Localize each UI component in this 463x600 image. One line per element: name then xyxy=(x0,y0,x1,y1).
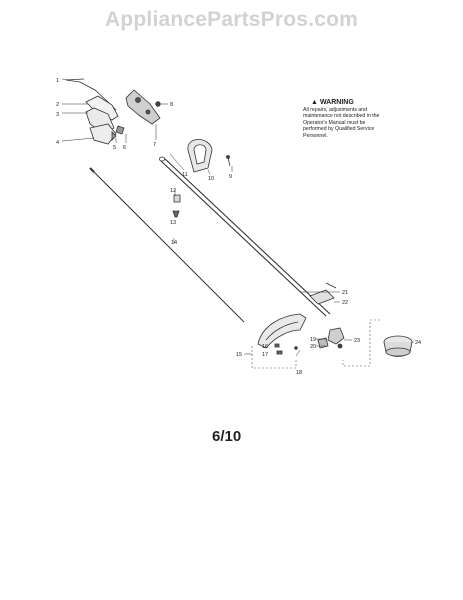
callout-23: 23 xyxy=(354,338,360,344)
callout-12: 12 xyxy=(170,188,176,194)
warning-text: All repairs, adjustments and maintenance… xyxy=(303,107,380,139)
warning-notice: ▲ WARNING All repairs, adjustments and m… xyxy=(303,99,383,139)
callout-1: 1 xyxy=(56,78,59,84)
callout-11: 11 xyxy=(182,172,188,178)
callout-19: 19 xyxy=(310,337,316,343)
warning-title: WARNING xyxy=(319,99,354,106)
callout-6: 6 xyxy=(123,145,126,151)
callout-7: 7 xyxy=(153,142,156,148)
part-coupler xyxy=(172,194,181,218)
callout-15: 15 xyxy=(236,352,242,358)
callout-14: 14 xyxy=(171,240,177,246)
part-screw xyxy=(155,101,161,107)
callout-16: 16 xyxy=(262,344,268,350)
page-number: 6/10 xyxy=(212,428,242,445)
part-loop-handle xyxy=(187,139,213,173)
assembly-outline xyxy=(251,319,380,369)
callout-4: 4 xyxy=(56,140,59,146)
callout-24: 24 xyxy=(415,340,421,346)
callout-8: 8 xyxy=(170,102,173,108)
callout-17: 17 xyxy=(262,352,268,358)
callout-2: 2 xyxy=(56,102,59,108)
callout-13: 13 xyxy=(170,220,176,226)
part-trigger-assembly xyxy=(125,89,161,125)
part-deflector-shield xyxy=(257,313,307,349)
callout-21: 21 xyxy=(342,290,348,296)
part-flex-shaft xyxy=(89,167,245,323)
callout-5: 5 xyxy=(113,145,116,151)
part-gear-head xyxy=(317,327,345,349)
part-trimmer-head xyxy=(383,335,413,357)
callout-10: 10 xyxy=(208,176,214,182)
part-screw xyxy=(325,282,337,289)
callout-20: 20 xyxy=(310,344,316,350)
part-screw xyxy=(226,155,231,167)
warning-heading: ▲ WARNING xyxy=(303,99,383,107)
part-drive-shaft-housing xyxy=(158,156,331,317)
callout-labels: 1 2 3 4 5 6 7 8 9 10 11 12 13 14 15 16 1… xyxy=(56,78,421,376)
watermark: AppliancePartsPros.com xyxy=(105,8,358,31)
warning-triangle-icon: ▲ xyxy=(311,99,318,106)
callout-22: 22 xyxy=(342,300,348,306)
part-hardware xyxy=(274,343,298,355)
callout-3: 3 xyxy=(56,112,59,118)
callout-9: 9 xyxy=(229,174,232,180)
part-clip xyxy=(111,125,125,141)
leader-lines xyxy=(61,78,414,357)
callout-18: 18 xyxy=(296,370,302,376)
